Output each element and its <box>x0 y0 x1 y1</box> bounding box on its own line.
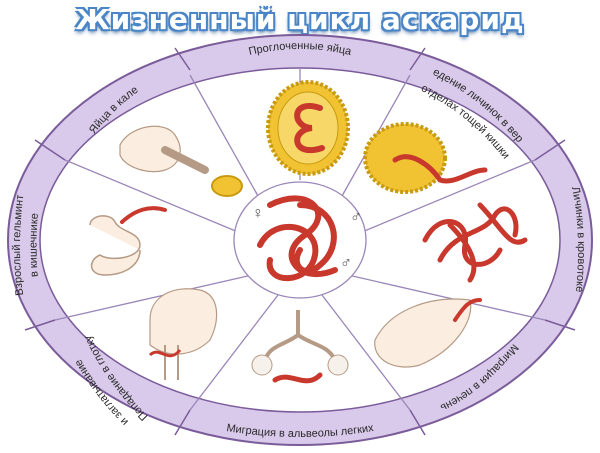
egg-illustration <box>266 80 350 176</box>
adult-worms-illustration <box>257 195 338 282</box>
hatching-egg-illustration <box>363 122 488 194</box>
liver-illustration <box>374 298 482 368</box>
stage-label-adult-1: Взрослый гельминт <box>11 194 26 296</box>
male-symbol-2: ♂ <box>340 255 352 272</box>
male-symbol-1: ♂ <box>350 209 362 226</box>
intestine-illustration <box>89 206 167 276</box>
pharynx-illustration <box>148 288 218 380</box>
diagram-title: Жизненный цикл аскарид <box>75 3 525 36</box>
larvae-bloodstream-illustration <box>422 202 528 283</box>
lungs-illustration <box>251 310 349 384</box>
female-symbol: ♀ <box>252 205 264 222</box>
ring-separators <box>24 47 576 436</box>
stage-label-alveoli: Миграция в альвеолы легких <box>226 422 375 440</box>
stage-label-adult-2: в кишечнике <box>27 213 41 278</box>
colon-illustration <box>119 125 243 197</box>
